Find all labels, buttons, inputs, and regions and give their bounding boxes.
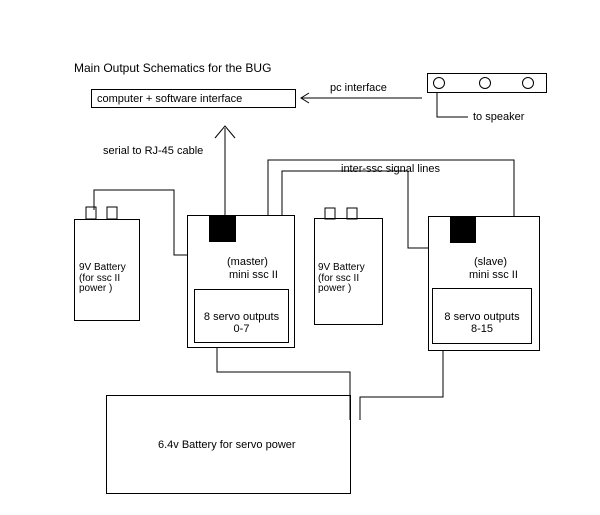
slave-name: mini ssc II (469, 269, 518, 281)
left-battery (74, 219, 140, 321)
signal-lines-label: inter-ssc signal lines (341, 163, 441, 175)
left-battery-terminal-pos (106, 206, 118, 220)
slave-controller (428, 216, 540, 351)
master-role: (master) (227, 256, 268, 268)
pc-interface-arrowhead (300, 92, 310, 104)
slave-outputs-line-1: 8 servo outputs (444, 311, 520, 323)
middle-battery (314, 218, 383, 325)
speaker-lead-line (436, 92, 468, 118)
left-battery-line-2: (for ssc II (79, 272, 121, 284)
servo-battery (106, 395, 351, 494)
signal-line-outer (267, 159, 515, 216)
slave-servo-wire (359, 350, 444, 420)
diagram-title: Main Output Schematics for the BUG (74, 61, 272, 75)
middle-battery-line-3: power ) (318, 283, 352, 294)
left-battery-wire (93, 189, 187, 256)
master-outputs-line-2: 0-7 (233, 322, 250, 335)
master-chip (209, 216, 236, 242)
slave-outputs-line-2: 8-15 (470, 322, 494, 335)
speaker-port-left-icon (433, 77, 445, 89)
left-battery-line-1: 9V Battery (79, 262, 126, 273)
interface-box (91, 89, 296, 108)
left-battery-line-3: power ) (79, 283, 113, 294)
middle-battery-terminal-pos (346, 207, 358, 220)
slave-outputs-label: 8 servo outputs 8-15 (436, 311, 528, 335)
master-name: mini ssc II (229, 269, 278, 281)
signal-line-inner (281, 170, 428, 249)
slave-outputs-box (432, 288, 532, 344)
middle-battery-line-1: 9V Battery (318, 262, 365, 273)
middle-battery-label: 9V Battery (for ssc II power ) (318, 262, 365, 295)
middle-battery-terminal-neg (324, 207, 336, 220)
left-battery-label: 9V Battery (for ssc II power ) (79, 262, 126, 295)
to-speaker-label: to speaker (473, 111, 525, 123)
serial-cable-label: serial to RJ-45 cable (103, 145, 204, 157)
slave-chip (450, 217, 476, 243)
master-outputs-label: 8 servo outputs 0-7 (199, 311, 284, 335)
interface-label: computer + software interface (97, 93, 243, 105)
slave-role: (slave) (474, 256, 508, 268)
speaker-port-right-icon (522, 77, 534, 89)
master-outputs-box (194, 289, 289, 343)
pc-interface-label: pc interface (330, 82, 387, 94)
speaker-bar (427, 73, 547, 93)
serial-cable-arrowhead (214, 125, 236, 139)
servo-battery-label: 6.4v Battery for servo power (158, 439, 296, 451)
speaker-port-middle-icon (479, 77, 491, 89)
master-outputs-line-1: 8 servo outputs (203, 311, 280, 323)
middle-battery-line-2: (for ssc II (318, 272, 360, 284)
master-controller (187, 215, 295, 348)
